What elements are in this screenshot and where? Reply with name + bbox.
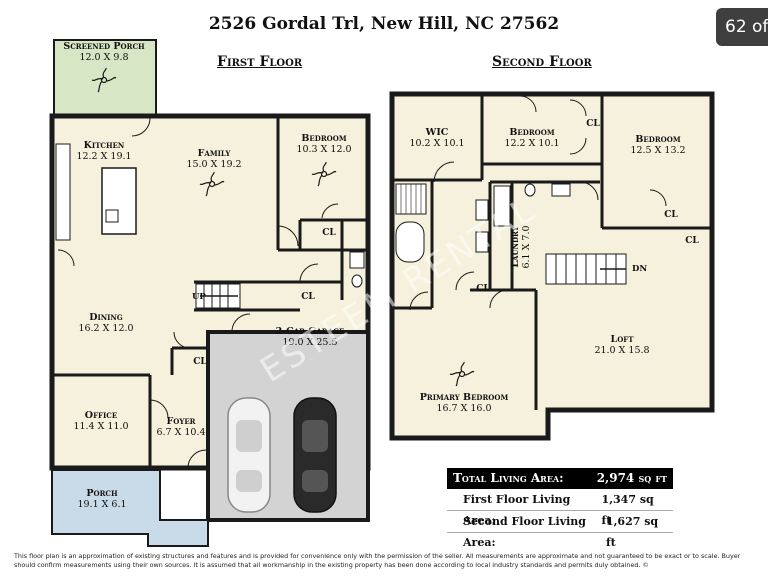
closet-label: CL (476, 284, 490, 294)
closet-label: CL (322, 228, 336, 238)
address-title: 2526 Gordal Trl, New Hill, NC 27562 (208, 14, 560, 34)
second-floor-heading: Second Floor (492, 54, 592, 70)
disclaimer-text: This floor plan is an approximation of e… (14, 552, 741, 569)
second-floor-stairs (545, 253, 627, 285)
photo-counter-badge[interactable]: 62 of (716, 8, 768, 46)
area-row-second: Second Floor Living Area:1,627 sq ft (447, 511, 673, 549)
garage-cars (227, 397, 337, 513)
closet-label: CL (193, 357, 207, 367)
first-floor-stairs (195, 283, 241, 309)
closet-label: CL (685, 236, 699, 246)
closet-label: CL (586, 119, 600, 129)
first-floor-heading: First Floor (217, 54, 303, 70)
area-row-total: Total Living Area:2,974 sq ft (447, 468, 673, 489)
first-floor-plan (49, 39, 371, 547)
stairs-up-label: UP (192, 292, 206, 302)
area-row-first: First Floor Living Area:1,347 sq ft (447, 489, 673, 527)
closet-label: CL (664, 210, 678, 220)
front-porch-area (51, 469, 209, 547)
closet-label: CL (301, 292, 315, 302)
living-area-table: Total Living Area:2,974 sq ft First Floo… (447, 468, 673, 549)
kitchen-counter (55, 143, 71, 241)
stairs-down-label: DN (632, 264, 648, 274)
kitchen-island (101, 167, 137, 235)
second-floor-plan (389, 91, 715, 441)
